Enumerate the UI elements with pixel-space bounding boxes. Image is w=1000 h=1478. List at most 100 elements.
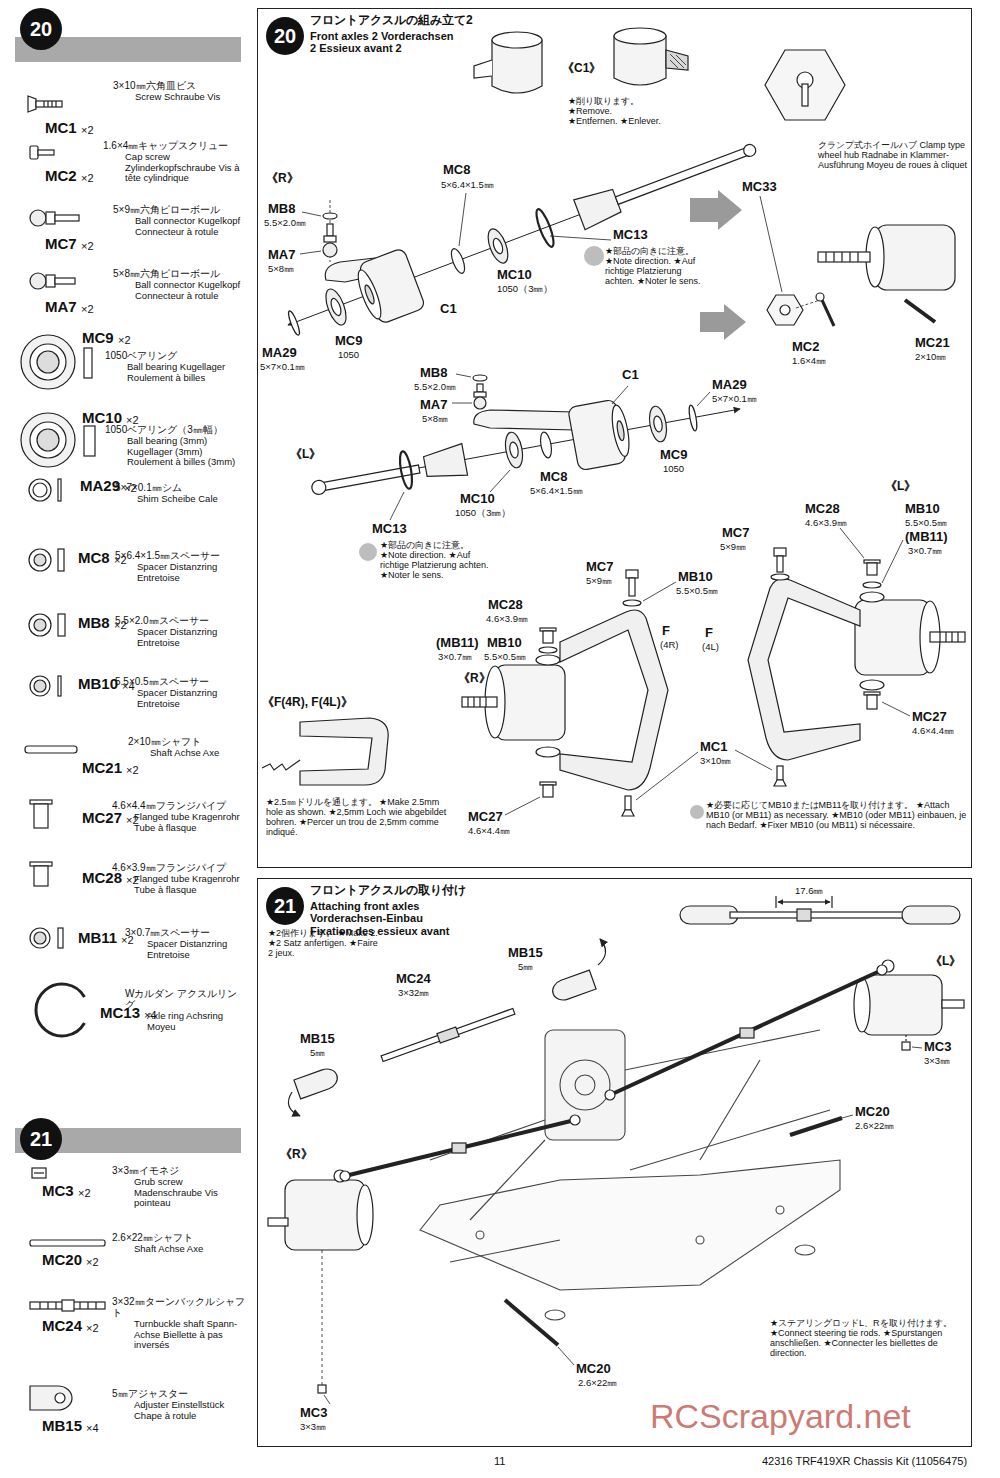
part-number: MA7 [45,299,77,316]
knuckle-assembly [536,747,560,757]
part-icon [30,344,66,380]
leader-line [505,797,540,815]
part-icon [34,932,46,944]
upright-illustration [862,975,942,1035]
axle-exploded-view [287,310,302,336]
part-name-translation: Flanged tube Kragenrohr Tube à flasque [134,812,243,833]
leader-line [912,1047,922,1048]
knuckle-assembly [300,718,388,785]
part-spec: 2×10㎜シャフト [128,736,245,747]
part-icon [44,101,56,107]
part-icon [36,984,85,1036]
part-name-translation: Cap screw Zylinderkopfschraube Vis à têt… [125,152,243,184]
part-callout: MC8 [540,470,567,484]
dimension-label: 4.6×3.9㎜ [805,518,847,528]
axle-exploded-view [609,404,632,458]
upright-illustration [322,1250,323,1385]
upright-illustration [268,960,964,1393]
leader-line [882,702,910,716]
part-callout: MA29 [712,378,747,392]
part-callout: MC24 [396,972,431,986]
tie-rod [598,939,606,965]
part-callout: MC21 [915,336,950,350]
leader-line [558,1347,574,1365]
wheel-hub-view [818,252,870,262]
part-icon [58,614,65,636]
wheel-hub-view [816,293,824,301]
dimension-label: 5×6.4×1.5㎜ [441,180,494,190]
part-spec: 5×9㎜六角ピローボール [113,204,245,215]
part-icon [38,150,54,155]
tie-rod [381,1008,515,1061]
tie-rod [380,1007,515,1064]
axle-exploded-view [474,410,575,430]
axle-exploded-view [322,286,350,327]
axle-exploded-view [323,243,337,257]
part-name-translation: Ball bearing (3mm) Kugellager (3mm) Roul… [127,436,243,468]
axle-exploded-view [568,398,634,471]
part-icon [34,804,48,828]
wheel-hub-view [826,252,858,262]
part-number: MC27 [82,810,122,827]
axle-exploded-view [616,420,626,441]
leader-line [452,403,472,404]
tie-rod [294,1066,340,1099]
axle-exploded-view [311,479,327,495]
dimension-label: 3×3㎜ [924,1056,950,1066]
leader-line [324,1395,330,1404]
part-icon [30,210,46,226]
view-label: 《L》 [885,480,916,493]
leader-line [735,750,772,770]
knuckle-assembly [262,760,300,770]
axle-exploded-view [539,431,554,458]
leader-line [643,582,676,601]
part-callout: MB8 [420,366,447,380]
step-number: 20 [30,19,52,39]
instruction-note: ★2個作ります。 ★Make 2. ★2 Satz anfertigen. ★F… [268,928,378,958]
part-callout: MC27 [912,710,947,724]
c1-detail-view [474,28,688,93]
dimension-label: 5×9㎜ [586,576,612,586]
dimension-label: 1050 [338,350,359,360]
dimension-label: 5×7×0.1㎜ [712,394,757,404]
part-icon [28,96,36,112]
part-number: MC8 [78,550,110,567]
axle-exploded-view [474,397,486,409]
part-icon [34,680,46,692]
axle-exploded-view [352,248,426,327]
part-icon [84,426,95,456]
quantity: ×2 [86,1322,99,1334]
dimension-label: 3×0.7㎜ [438,652,472,662]
dimension-label: 1.6×4㎜ [792,356,826,366]
axle-exploded-view [474,392,486,397]
chassis-illustration [430,1030,830,1262]
tie-rod [797,909,811,921]
view-label: 《R》 [266,172,299,185]
view-label: 《R》 [280,1148,313,1161]
chassis-illustration [420,1160,840,1290]
axle-exploded-view [491,237,504,255]
instruction-note: ★必要に応じてMB10またはMB11を取り付けます。 ★Attach MB10 … [706,800,968,830]
dimension-label: 5×6.4×1.5㎜ [530,486,583,496]
dimension-label: 1050（3㎜） [497,284,553,294]
wheel-hub-view [796,300,820,308]
part-callout: MA7 [420,398,447,412]
axle-exploded-view [484,226,512,265]
part-name-translation: Ball bearing Kugellager Roulement à bill… [127,362,243,383]
part-icon [30,928,50,948]
part-icon [21,413,75,467]
part-spec: 1050ベアリング（3㎜幅） [105,424,245,435]
chassis-illustration [545,1310,565,1320]
part-icon [29,549,51,571]
upright-illustration [942,1000,964,1008]
note-highlight-dot [690,805,704,819]
quantity: ×2 [81,124,94,136]
c1-detail-view [670,54,686,68]
part-callout: MC28 [488,598,523,612]
part-number: MC20 [42,1252,82,1269]
c1-detail-view [474,60,492,78]
part-icon [36,101,62,107]
axle-exploded-view [615,147,749,204]
upright-illustration [790,1118,842,1135]
axle-exploded-view [477,384,483,392]
